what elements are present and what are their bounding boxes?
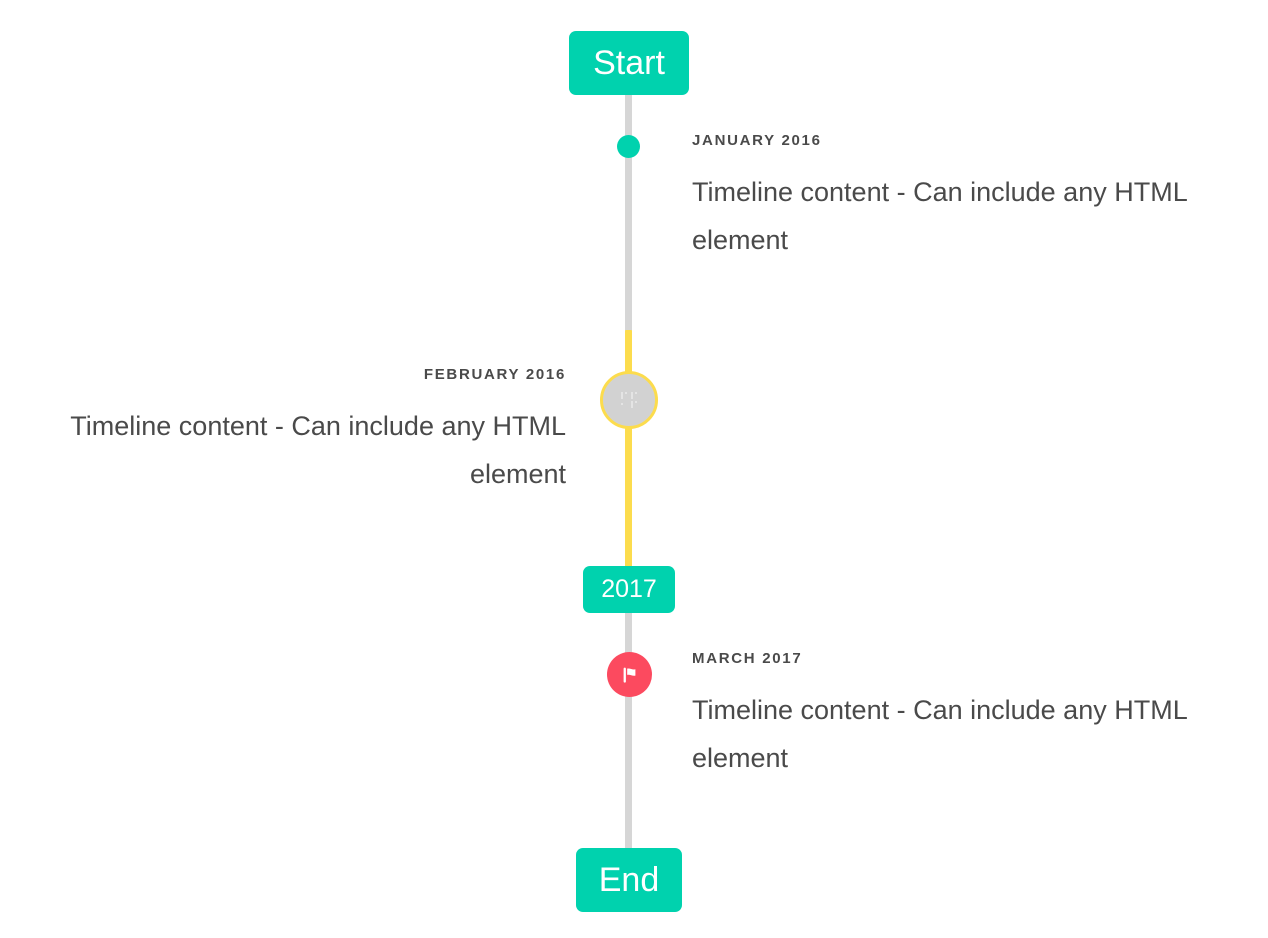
- timeline-event-january: JANUARY 2016 Timeline content - Can incl…: [692, 132, 1222, 264]
- flag-icon: [619, 664, 641, 686]
- timeline-rail-segment-gray-lower: [625, 608, 632, 858]
- timeline-event-date: MARCH 2017: [692, 650, 803, 667]
- timeline-event-date: JANUARY 2016: [692, 132, 822, 149]
- timeline-event-body: Timeline content - Can include any HTML …: [692, 177, 1187, 256]
- broken-image-icon: [620, 392, 638, 408]
- timeline-event-body: Timeline content - Can include any HTML …: [70, 411, 566, 490]
- timeline-event-february: FEBRUARY 2016 Timeline content - Can inc…: [36, 366, 566, 498]
- timeline-event-march: MARCH 2017 Timeline content - Can includ…: [692, 650, 1222, 782]
- timeline-marker-february[interactable]: [600, 371, 658, 429]
- timeline-marker-march[interactable]: [607, 652, 652, 697]
- timeline-rail-segment-gray-upper: [625, 88, 632, 332]
- timeline-marker-january[interactable]: [617, 135, 640, 158]
- timeline-end-badge[interactable]: End: [576, 848, 682, 912]
- timeline-start-badge[interactable]: Start: [569, 31, 689, 95]
- timeline-event-body: Timeline content - Can include any HTML …: [692, 695, 1187, 774]
- timeline-event-date: FEBRUARY 2016: [423, 366, 566, 383]
- timeline-year-badge-2017[interactable]: 2017: [583, 566, 675, 613]
- timeline-rail-segment-highlighted: [625, 330, 632, 570]
